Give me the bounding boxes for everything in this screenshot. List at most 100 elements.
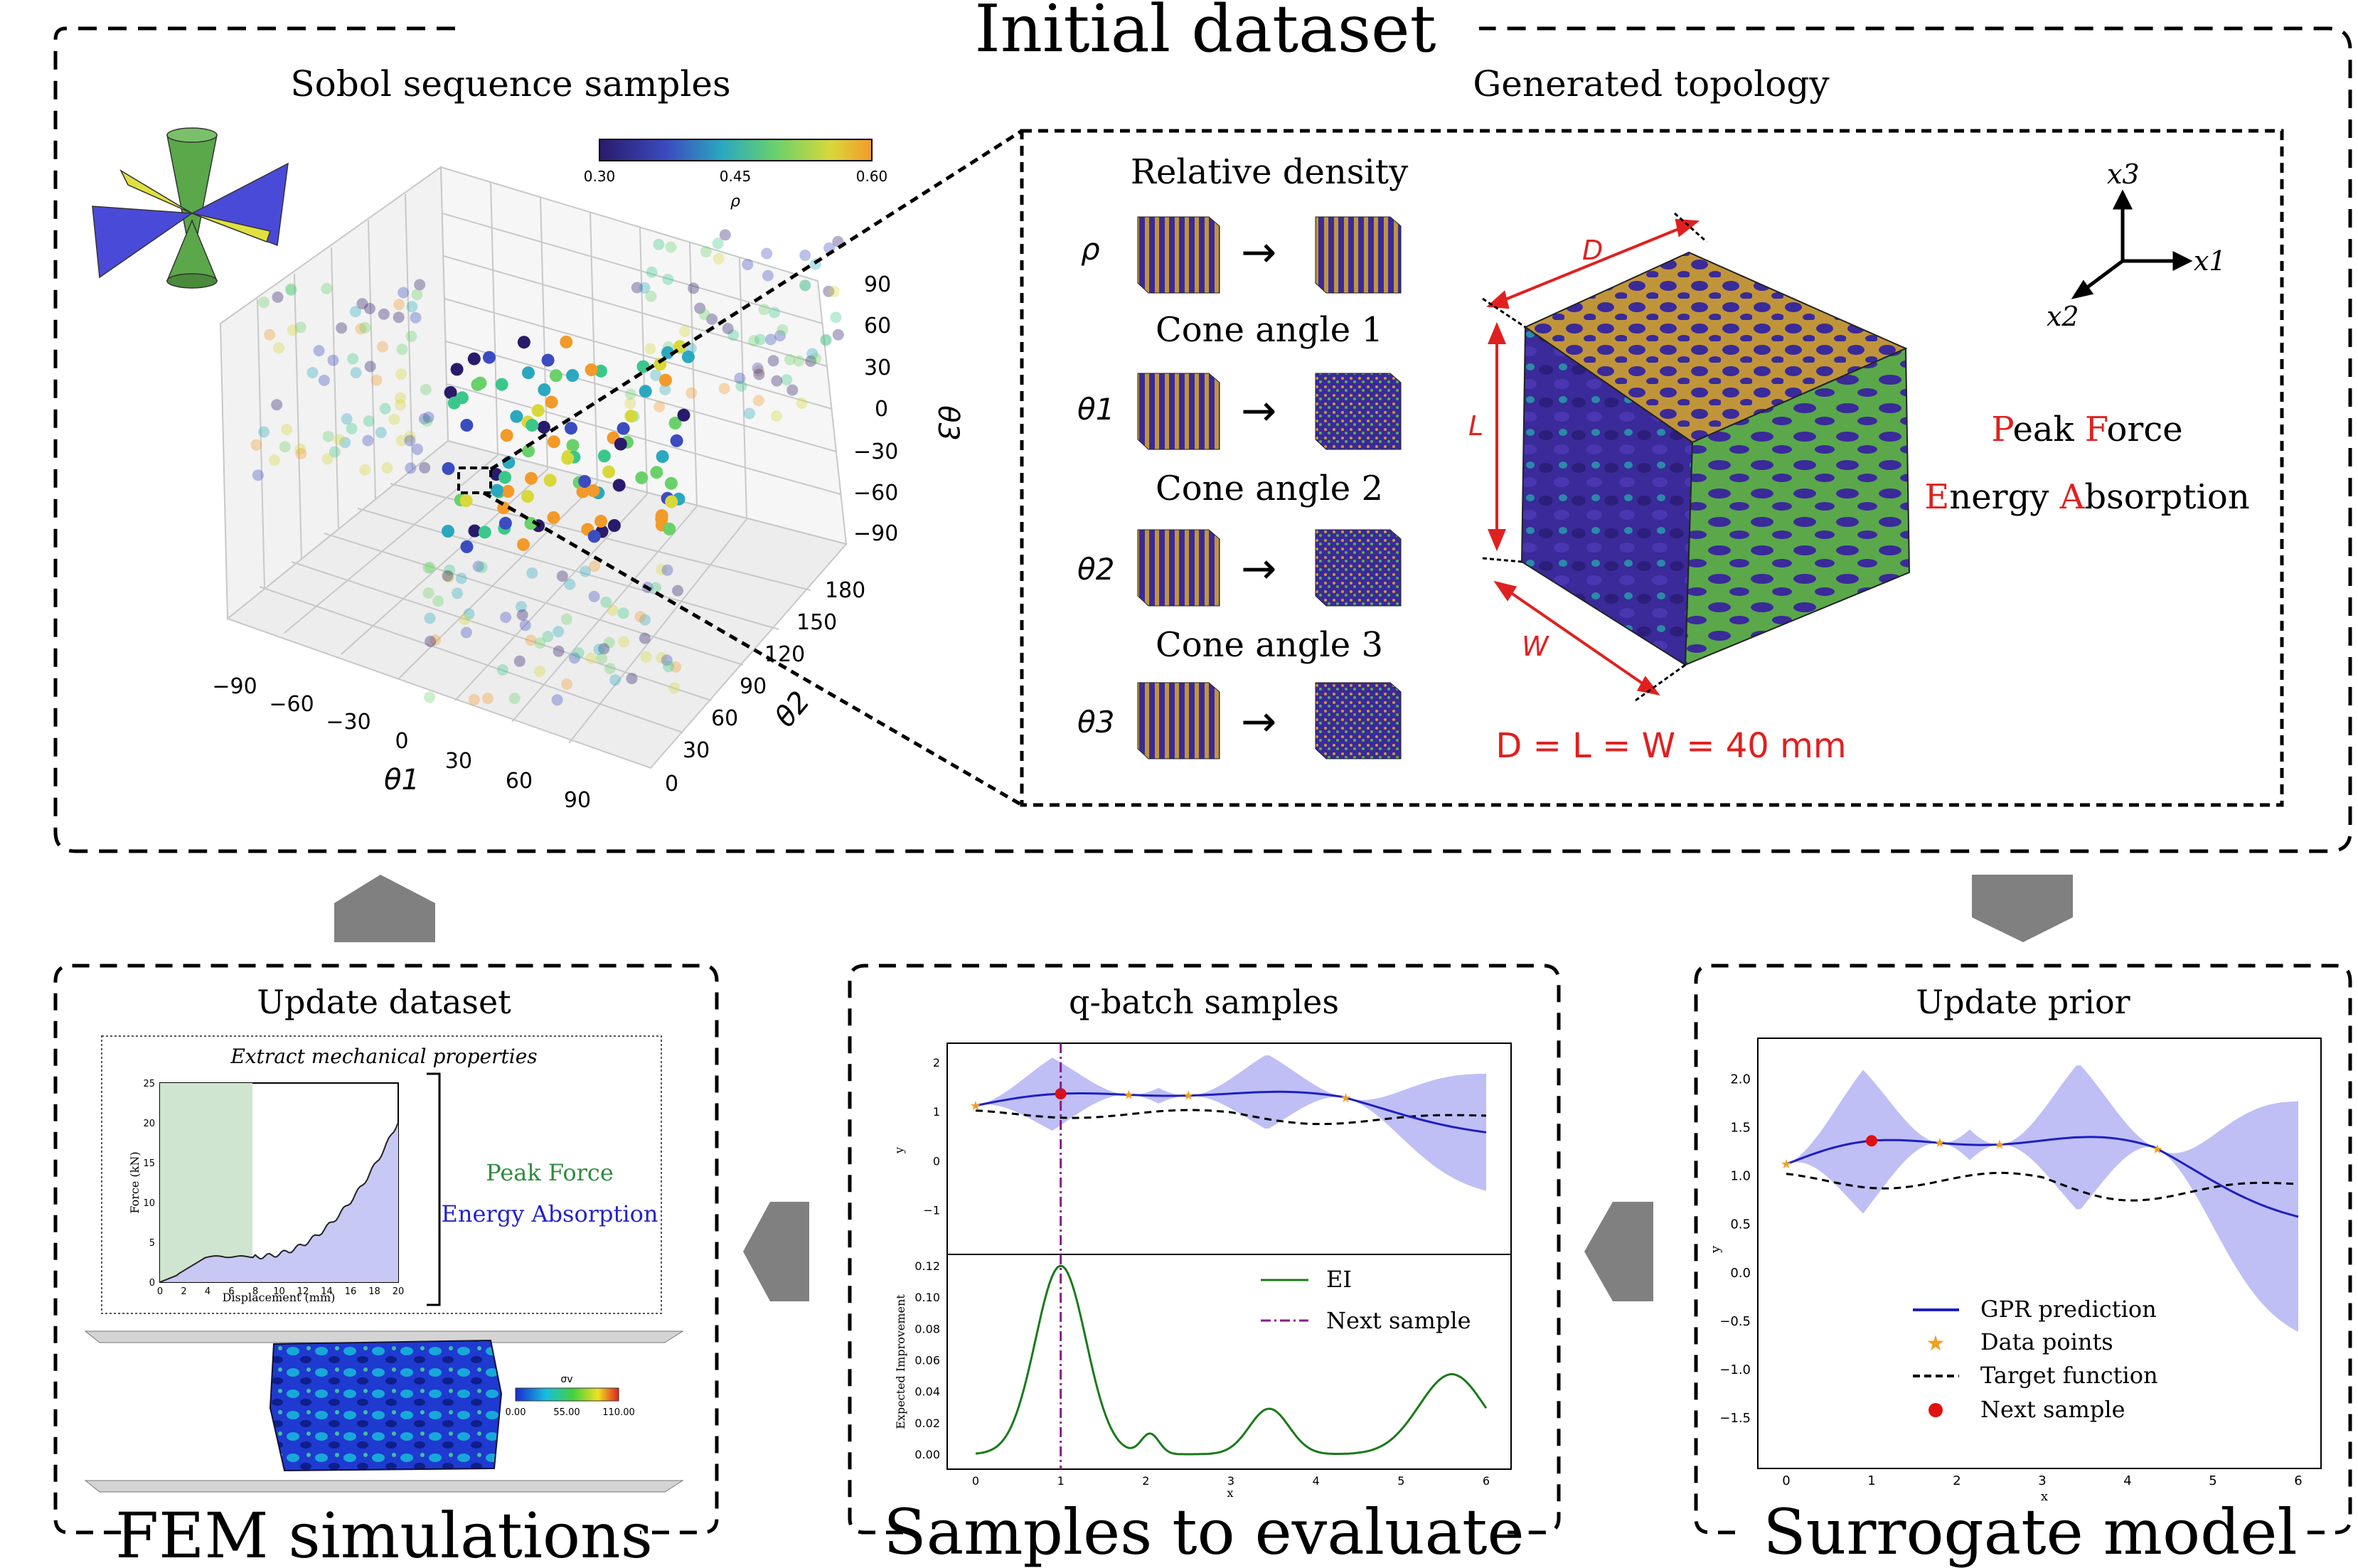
scatter-projection-point xyxy=(356,298,368,310)
cone-angle-2-label: Cone angle 2 xyxy=(1156,469,1383,508)
g-ytick: 1.5 xyxy=(1730,1120,1751,1135)
scatter-point xyxy=(661,346,674,359)
scatter-point xyxy=(656,450,669,463)
scatter-projection-point xyxy=(396,343,408,356)
scatter-projection-point xyxy=(609,674,621,686)
scatter-projection-point xyxy=(799,279,811,292)
scatter-projection-point xyxy=(411,289,423,301)
scatter-point xyxy=(537,420,550,434)
scatter-projection-point xyxy=(294,443,306,455)
scatter-point xyxy=(677,408,690,422)
scatter-projection-point xyxy=(406,301,418,313)
scatter-projection-point xyxy=(770,410,782,422)
scatter-projection-point xyxy=(272,291,284,303)
stress-tick: 55.00 xyxy=(553,1407,580,1418)
theta1-tick: −30 xyxy=(326,710,370,735)
zoom-lines xyxy=(482,129,1023,807)
theta3-tick: 0 xyxy=(875,397,888,422)
scatter-projection-point xyxy=(393,311,405,324)
scatter-projection-point xyxy=(688,282,700,294)
force-ytick: 10 xyxy=(143,1198,155,1209)
legend-next: Next sample xyxy=(1980,1396,2125,1423)
g-ytick: 0.5 xyxy=(1730,1217,1751,1232)
scatter-projection-point xyxy=(585,652,597,664)
scatter-projection-point xyxy=(762,270,774,282)
force-xtick: 2 xyxy=(181,1286,186,1297)
scatter-point xyxy=(594,514,607,528)
theta2-tick: 30 xyxy=(683,738,710,763)
scatter-projection-point xyxy=(753,368,765,380)
scatter-projection-point xyxy=(639,632,651,644)
s-xtick: 0 xyxy=(972,1474,979,1488)
scatter-projection-point xyxy=(700,245,712,257)
scatter-projection-point xyxy=(744,407,755,420)
scatter-projection-point xyxy=(752,395,764,407)
scatter-point xyxy=(442,525,454,538)
dim-l-label: L xyxy=(1468,410,1483,442)
samples-title: Samples to evaluate xyxy=(883,1495,1524,1568)
theta1-tick: 30 xyxy=(445,749,472,774)
scatter-point xyxy=(522,366,535,380)
force-xtick: 16 xyxy=(345,1286,357,1297)
mini-cube-theta1-after xyxy=(1315,373,1402,450)
scatter-projection-point xyxy=(476,561,488,573)
scatter-projection-point xyxy=(661,564,673,576)
force-xlabel: Displacement (mm) xyxy=(223,1291,336,1304)
cone-angles-icon xyxy=(92,127,289,289)
scatter-projection-point xyxy=(572,647,585,659)
scatter-point xyxy=(549,369,562,383)
scatter-projection-point xyxy=(656,564,668,576)
stress-label: σv xyxy=(560,1374,572,1385)
scatter-point xyxy=(602,465,616,479)
legend-target: Target function xyxy=(1980,1362,2158,1389)
scatter-projection-point xyxy=(653,400,666,412)
legend-next-sample: Next sample xyxy=(1326,1307,1471,1334)
scatter-projection-point xyxy=(273,342,284,354)
scatter-projection-point xyxy=(589,560,600,572)
scatter-projection-point xyxy=(771,375,783,387)
scatter-projection-point xyxy=(596,652,607,664)
scatter-projection-point xyxy=(258,426,270,438)
scatter-projection-point xyxy=(287,324,299,336)
scatter-point xyxy=(566,369,580,382)
scatter-projection-point xyxy=(670,661,682,673)
ei-ylabel: Expected Improvement xyxy=(894,1294,907,1429)
force-xtick: 4 xyxy=(205,1286,210,1297)
scatter-projection-point xyxy=(424,612,436,624)
scatter-projection-point xyxy=(645,290,657,302)
scatter-projection-point xyxy=(828,286,840,297)
scatter-projection-point xyxy=(580,565,592,577)
scatter-projection-point xyxy=(753,365,765,377)
ei-ytick: 0.10 xyxy=(914,1291,940,1304)
fem-compression-image: σv 0.00 55.00 110.00 xyxy=(84,1330,684,1493)
next-sample-point xyxy=(1866,1135,1877,1147)
theta2-tick: 150 xyxy=(796,610,837,635)
scatter-point xyxy=(681,350,695,363)
update-prior-title: Update prior xyxy=(1916,983,2130,1021)
force-ytick: 15 xyxy=(143,1158,155,1169)
fem-energy-absorption: Energy Absorption xyxy=(442,1200,658,1227)
scatter-point xyxy=(659,373,672,387)
surrogate-panel: Surrogate model Update prior ★★★★ 2.01.5… xyxy=(1694,964,2352,1568)
scatter-projection-point xyxy=(542,631,554,643)
scatter-projection-point xyxy=(327,354,339,366)
scatter-projection-point xyxy=(508,693,521,704)
scatter-point xyxy=(531,404,545,417)
scatter-projection-point xyxy=(398,287,410,299)
arrow-icon: → xyxy=(1241,228,1276,277)
scatter-projection-point xyxy=(626,673,638,685)
theta3-tick: 90 xyxy=(864,272,891,297)
scatter-projection-point xyxy=(322,430,334,442)
scatter-projection-point xyxy=(777,324,789,336)
legend-star-icon: ★ xyxy=(1926,1331,1946,1356)
scatter-projection-point xyxy=(410,311,422,324)
g-ytick: 0.0 xyxy=(1730,1266,1751,1281)
scatter-point xyxy=(468,524,481,538)
scatter-projection-point xyxy=(313,345,325,357)
scatter-projection-point xyxy=(334,434,345,446)
theta3-label: θ3 xyxy=(932,405,964,441)
mini-cube-theta3-before xyxy=(1137,682,1220,759)
dimension-lines xyxy=(1486,218,1700,695)
scatter-projection-point xyxy=(472,560,484,572)
scatter-projection-point xyxy=(516,609,528,621)
